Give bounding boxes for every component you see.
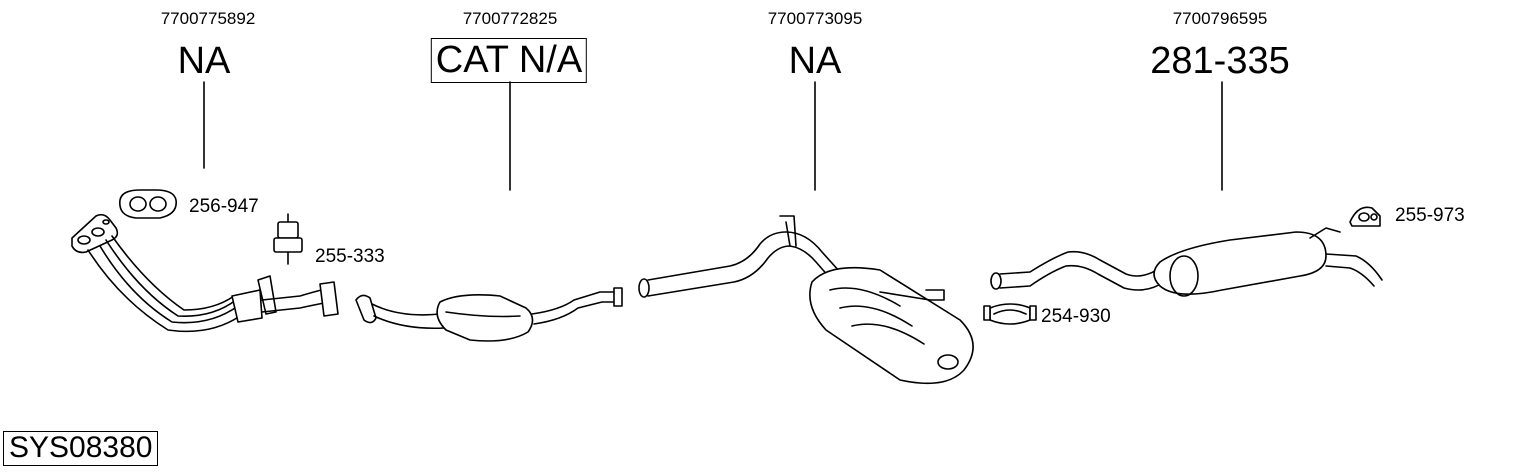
hanger-part-number[interactable]: 255-973 (1395, 205, 1465, 226)
oe-number-front-pipe: 7700775892 (160, 9, 256, 28)
rear-silencer-label[interactable]: 281-335 (1150, 40, 1290, 82)
oe-number-middle-silencer: 7700773095 (767, 9, 863, 28)
rear-silencer-drawing[interactable] (990, 227, 1383, 297)
catalyst-label[interactable]: CAT N/A (430, 38, 588, 83)
gasket-icon[interactable] (119, 189, 177, 219)
middle-silencer-label[interactable]: NA (788, 40, 842, 82)
rubber-mount-part-number[interactable]: 255-333 (315, 246, 385, 267)
clamp-part-number[interactable]: 254-930 (1041, 306, 1111, 327)
clamp-icon[interactable] (983, 303, 1037, 325)
hanger-icon[interactable] (1349, 206, 1381, 227)
rubber-mount-icon[interactable] (273, 213, 303, 265)
front-pipe-label[interactable]: NA (177, 40, 231, 82)
oe-number-catalyst: 7700772825 (462, 9, 558, 28)
system-id-box: SYS08380 (3, 431, 159, 466)
middle-silencer-drawing[interactable] (638, 215, 974, 385)
gasket-part-number[interactable]: 256-947 (189, 196, 259, 217)
oe-number-rear-silencer: 7700796595 (1172, 9, 1268, 28)
catalyst-drawing[interactable] (355, 287, 623, 342)
front-pipe-drawing[interactable] (71, 213, 339, 333)
